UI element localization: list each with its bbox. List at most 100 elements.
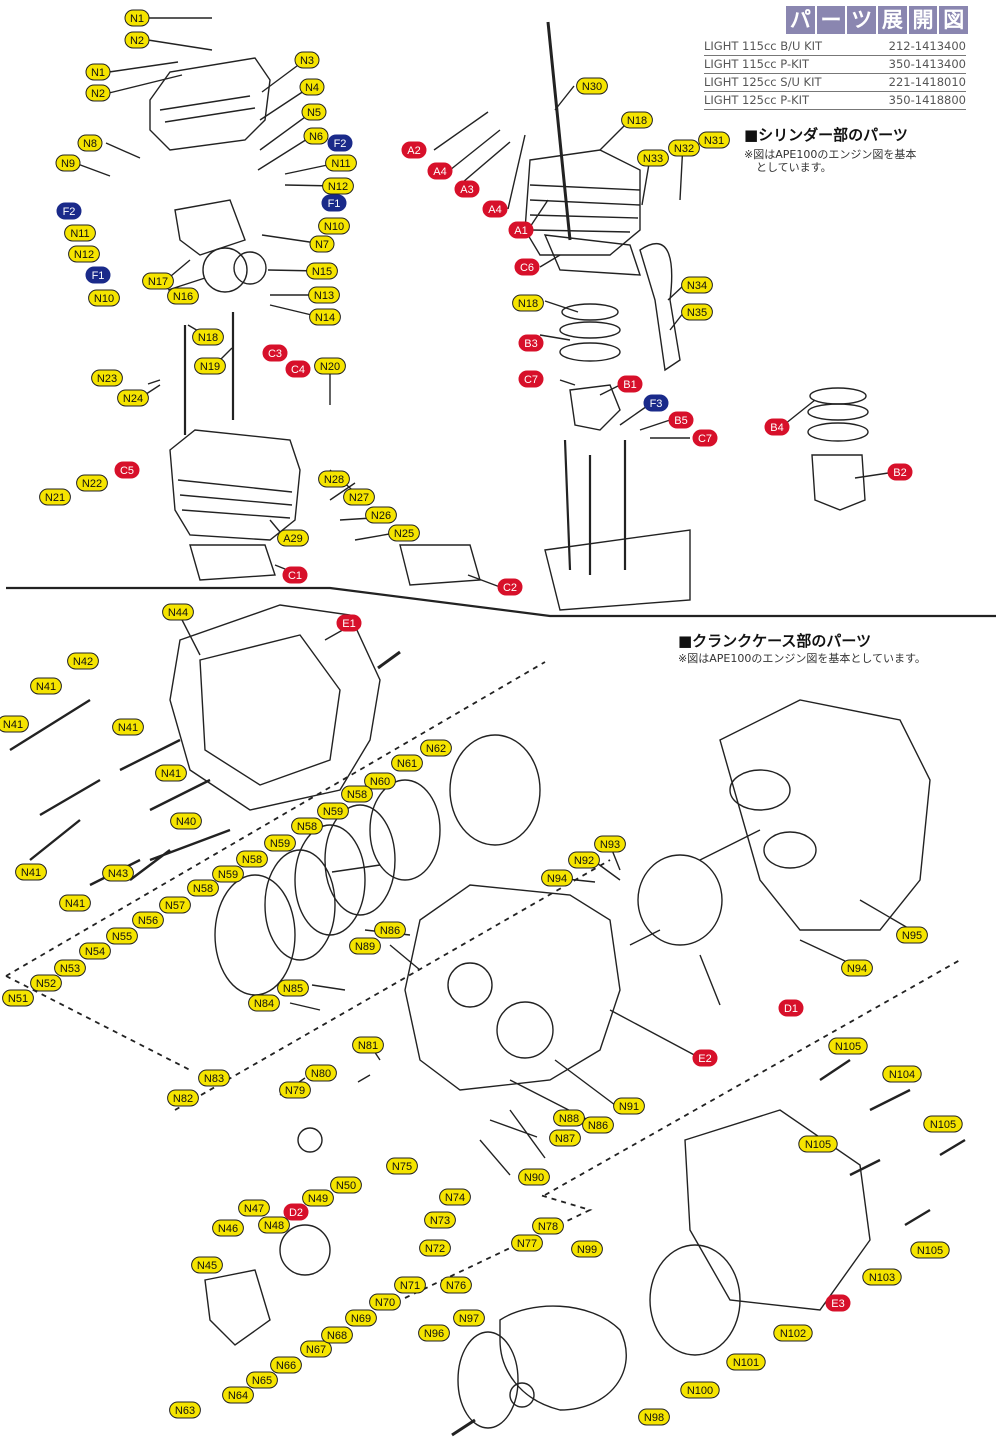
- section-divider: [6, 586, 996, 618]
- part-badge-bg: [88, 289, 120, 307]
- part-badge-bg: [79, 942, 111, 960]
- part-badge-bg: [55, 154, 81, 172]
- part-badge-bg: [330, 1176, 362, 1194]
- part-label: N93: [600, 839, 620, 851]
- part-badge-bg: [613, 1097, 645, 1115]
- part-label: B2: [893, 467, 906, 479]
- part-badge-bg: [308, 286, 340, 304]
- part-badge-bg: [391, 754, 423, 772]
- part-label: N6: [309, 131, 323, 143]
- part-badge-bg: [424, 1211, 456, 1229]
- part-badge-bg: [169, 1401, 201, 1419]
- part-label: N86: [588, 1120, 608, 1132]
- part-label: F2: [334, 138, 347, 150]
- head-gasket-shape: [189, 544, 276, 581]
- part-badge-bg: [420, 739, 452, 757]
- part-badge-bg: [294, 51, 320, 69]
- tensioner-shape: [639, 243, 681, 372]
- part-badge-bg: [401, 141, 427, 159]
- part-badge-bg: [637, 149, 669, 167]
- part-badge-bg: [301, 103, 327, 121]
- part-badge-bg: [309, 235, 335, 253]
- part-label: N4: [305, 82, 319, 94]
- crankcase-section-note: ※図はAPE100のエンジン図を基本としています。: [678, 652, 926, 665]
- part-label: N68: [327, 1330, 347, 1342]
- diagram-title-tab: パ ー ツ 展 開 図: [786, 6, 969, 34]
- part-label: N40: [176, 816, 196, 828]
- part-label: N42: [73, 656, 93, 668]
- piston-shape: [569, 384, 621, 431]
- part-badge-bg: [345, 1309, 377, 1327]
- title-char: 展: [878, 6, 907, 34]
- part-label: N16: [173, 291, 193, 303]
- part-label: N100: [687, 1385, 713, 1397]
- part-badge-bg: [327, 134, 353, 152]
- part-badge-bg: [910, 1241, 950, 1259]
- part-badge-bg: [303, 127, 329, 145]
- part-badge-bg: [15, 863, 47, 881]
- part-label: N59: [323, 806, 343, 818]
- note-line: としています。: [756, 161, 832, 174]
- part-label: N41: [36, 681, 56, 693]
- part-label: N95: [902, 930, 922, 942]
- part-badge-bg: [386, 1157, 418, 1175]
- part-label: A4: [433, 166, 446, 178]
- part-label: N12: [328, 181, 348, 193]
- part-badge-bg: [668, 411, 694, 429]
- kit-code: 212-1413400: [888, 39, 966, 53]
- part-label: N41: [65, 898, 85, 910]
- part-badge-bg: [887, 463, 913, 481]
- part-badge-bg: [364, 772, 396, 790]
- part-badge-bg: [236, 850, 268, 868]
- part-label: C3: [268, 348, 282, 360]
- kit-list: LIGHT 115cc B/U KIT 212-1413400 LIGHT 11…: [704, 38, 966, 110]
- part-badge-bg: [681, 276, 713, 294]
- part-label: N84: [254, 998, 274, 1010]
- part-badge-bg: [374, 921, 406, 939]
- part-badge-bg: [692, 1049, 718, 1067]
- part-label: N2: [130, 35, 144, 47]
- part-badge-bg: [352, 1036, 384, 1054]
- part-badge-bg: [571, 1240, 603, 1258]
- kit-row: LIGHT 115cc B/U KIT 212-1413400: [704, 38, 966, 56]
- part-badge-bg: [222, 1386, 254, 1404]
- part-badge-bg: [518, 334, 544, 352]
- part-badge-bg: [142, 272, 174, 290]
- part-badge-bg: [778, 999, 804, 1017]
- part-label: N28: [324, 474, 344, 486]
- part-label: N99: [577, 1244, 597, 1256]
- part-label: N70: [375, 1297, 395, 1309]
- group-divider-1: [5, 661, 546, 977]
- alternator-cover-shape: [684, 1109, 871, 1311]
- o-ring-shape: [457, 1331, 519, 1429]
- part-badge-bg: [291, 817, 323, 835]
- part-label: C7: [524, 374, 538, 386]
- part-label: N10: [324, 221, 344, 233]
- note-line: ※図はAPE100のエンジン図を基本: [744, 148, 917, 161]
- part-label: N63: [175, 1405, 195, 1417]
- part-badge-bg: [318, 217, 350, 235]
- part-badge-bg: [187, 879, 219, 897]
- part-badge-bg: [30, 974, 62, 992]
- part-badge-bg: [518, 1168, 550, 1186]
- part-label: N26: [371, 510, 391, 522]
- part-badge-bg: [617, 375, 643, 393]
- crankcase-section-title: ■クランクケース部のパーツ: [678, 632, 872, 650]
- part-label: N94: [847, 963, 867, 975]
- part-label: N18: [518, 298, 538, 310]
- part-badge-bg: [582, 1116, 614, 1134]
- part-badge-bg: [300, 1340, 332, 1358]
- part-badge-bg: [191, 1256, 223, 1274]
- group-divider-2: [5, 975, 191, 1071]
- part-badge-bg: [828, 1037, 868, 1055]
- part-badge-bg: [325, 154, 357, 172]
- part-badge-bg: [112, 718, 144, 736]
- part-label: N105: [917, 1245, 943, 1257]
- part-badge-bg: [862, 1268, 902, 1286]
- part-label: N45: [197, 1260, 217, 1272]
- kit-row: LIGHT 115cc P-KIT 350-1413400: [704, 56, 966, 74]
- part-badge-bg: [212, 1219, 244, 1237]
- part-badge-bg: [453, 1309, 485, 1327]
